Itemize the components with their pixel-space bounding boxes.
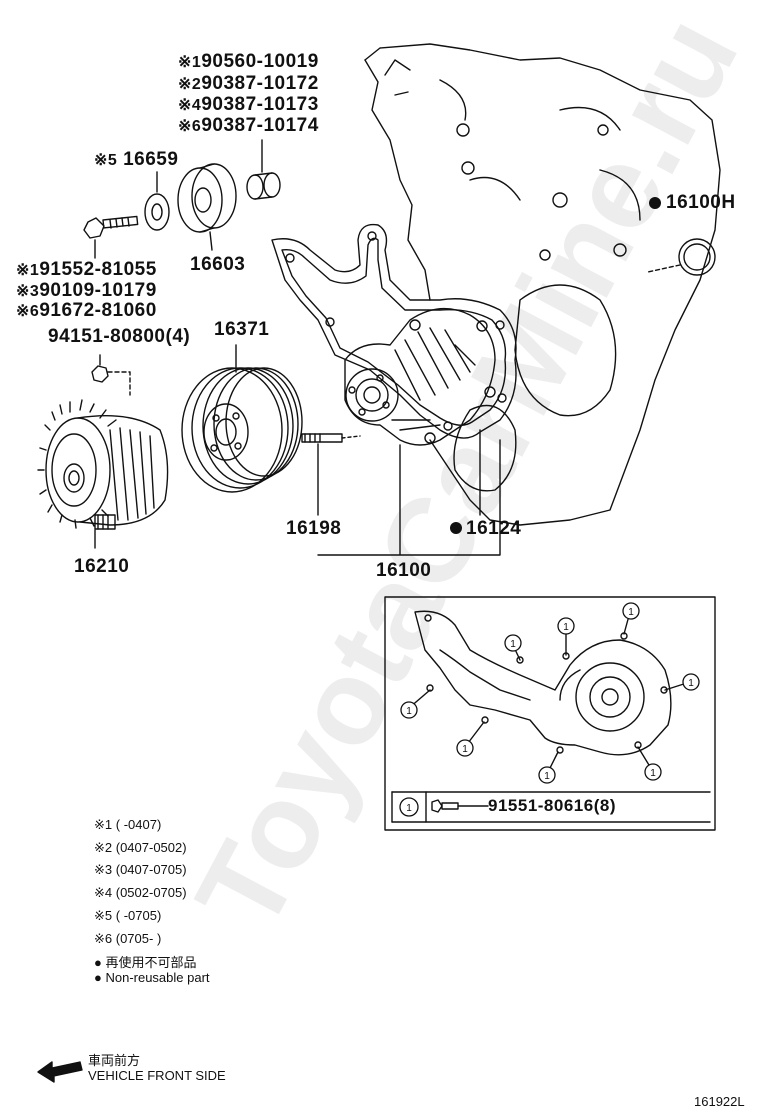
inset-callout-2-text: 1 <box>510 639 516 650</box>
inset-callout-4 <box>622 602 640 620</box>
inset-callout-8-text: 1 <box>462 744 468 755</box>
label-16198: 16198 <box>286 518 342 539</box>
label-inset-bolt: 91551-80616(8) <box>488 796 616 815</box>
o-ring-16100h <box>647 238 716 276</box>
label-16100h: 16100H <box>666 192 736 213</box>
label-bolt-3: ※691672-81060 <box>16 300 157 321</box>
label-spacer-4: ※690387-10174 <box>178 115 319 136</box>
label-16124: 16124 <box>466 518 522 539</box>
engine-block-outline <box>364 43 721 526</box>
label-16659: ※5 16659 <box>94 149 179 170</box>
inset-callout-3-text: 1 <box>563 622 569 633</box>
idler-pulley-16603 <box>177 163 237 251</box>
label-bolt-1: ※191552-81055 <box>16 259 157 280</box>
inset-callout-8 <box>456 739 474 757</box>
label-16210: 16210 <box>74 556 130 577</box>
label-spacer-2: ※290387-10172 <box>178 73 319 94</box>
inset-pump-outline <box>414 610 672 756</box>
inset-bolt-icon <box>431 799 489 813</box>
label-16371: 16371 <box>214 319 270 340</box>
inset-table-callout <box>399 797 419 817</box>
inset-callout-7-text: 1 <box>544 771 550 782</box>
label-16100: 16100 <box>376 560 432 581</box>
nut-94151 <box>91 354 131 396</box>
legend-row-5: ※5 ( -0705) <box>94 908 162 923</box>
inset-frame <box>384 596 716 831</box>
pulley-16371 <box>181 344 303 493</box>
inset-callout-5-text: 1 <box>688 678 694 689</box>
inset-callout-7 <box>538 766 556 784</box>
label-bolt-2: ※390109-10179 <box>16 280 157 301</box>
stud-16198 <box>301 433 361 443</box>
inset-callout-6-text: 1 <box>650 768 656 779</box>
nonreusable-legend-en: ● Non-reusable part <box>94 970 210 985</box>
nonreusable-dot-16124 <box>450 522 462 534</box>
inset-callout-1-text: 1 <box>406 706 412 717</box>
washer-16659 <box>144 171 170 231</box>
water-pump-16100 <box>344 307 496 446</box>
label-spacer-3: ※490387-10173 <box>178 94 319 115</box>
nonreusable-dot-16100h <box>649 197 661 209</box>
vehicle-front-en: VEHICLE FRONT SIDE <box>88 1068 226 1083</box>
label-spacer-1: ※190560-10019 <box>178 51 319 72</box>
label-16603: 16603 <box>190 254 246 275</box>
vehicle-front-jp: 車両前方 <box>88 1053 141 1068</box>
inset-callout-1 <box>400 701 418 719</box>
fan-clutch-16210 <box>37 399 169 549</box>
bolt-91552 <box>83 215 139 259</box>
legend-row-3: ※3 (0407-0705) <box>94 862 187 877</box>
vehicle-front-arrow-icon <box>37 1061 83 1083</box>
inset-callout-2 <box>504 634 522 652</box>
inset-callout-leaders <box>408 611 691 775</box>
legend-row-1: ※1 ( -0407) <box>94 817 162 832</box>
legend-row-4: ※4 (0502-0705) <box>94 885 187 900</box>
inset-callout-5 <box>682 673 700 691</box>
leader-16100 <box>317 439 501 556</box>
figure-id: 161922L <box>694 1094 745 1109</box>
inset-callout-3 <box>557 617 575 635</box>
inset-callout-6 <box>644 763 662 781</box>
legend-row-6: ※6 (0705- ) <box>94 931 162 946</box>
spacer-90560 <box>246 139 281 200</box>
inset-callout-4-text: 1 <box>628 607 634 618</box>
label-94151: 94151-80800(4) <box>48 326 191 347</box>
inset-table-callout-text: 1 <box>406 803 412 814</box>
legend-row-2: ※2 (0407-0502) <box>94 840 187 855</box>
nonreusable-legend-jp: ● 再使用不可部品 <box>94 955 197 970</box>
